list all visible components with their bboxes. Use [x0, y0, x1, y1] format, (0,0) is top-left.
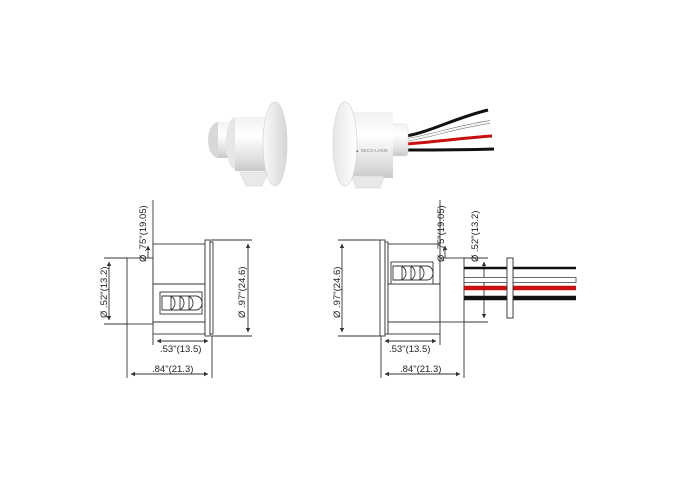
- right-drawing-wires: [463, 257, 577, 319]
- wire-red: [405, 134, 493, 146]
- left-drawing: [104, 200, 252, 378]
- dim-left-len-084: .84"(21.3): [152, 364, 193, 375]
- dim-left-dia-075: Ø .75"(19.05): [138, 205, 149, 262]
- wire-black: [405, 108, 489, 138]
- wire-white: [405, 120, 491, 142]
- wire-black-2: [405, 147, 495, 152]
- dim-right-dia-097: Ø .97"(24.6): [332, 267, 343, 318]
- right-drawing: [338, 200, 514, 378]
- brand-text: ▲ SECO-LARM: [355, 148, 388, 153]
- drawing-wire-white: [463, 277, 577, 283]
- magnet-photo: [208, 101, 288, 187]
- dim-right-len-053: .53"(13.5): [389, 344, 430, 355]
- switch-photo: ▲ SECO-LARM: [332, 101, 495, 189]
- dim-left-dia-097: Ø .97"(24.6): [237, 267, 248, 318]
- dim-right-dia-075: Ø .75"(19.05): [436, 205, 447, 262]
- dim-left-len-053: .53"(13.5): [160, 344, 201, 355]
- dim-right-dia-052: Ø .52"(13.2): [470, 211, 481, 262]
- dim-right-len-084: .84"(21.3): [400, 364, 441, 375]
- dim-left-dia-052: Ø .52"(13.2): [99, 267, 110, 318]
